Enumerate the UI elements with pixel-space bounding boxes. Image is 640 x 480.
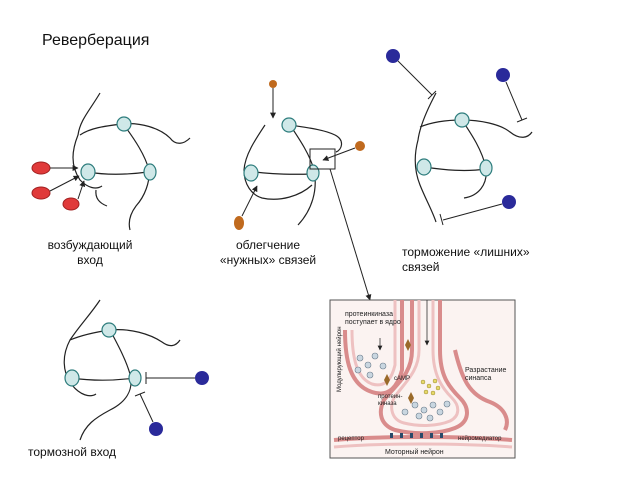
inhibitory-terminal bbox=[502, 195, 516, 209]
panel-inhibition-extra bbox=[386, 49, 533, 226]
axon-line bbox=[419, 119, 533, 138]
input-arrow bbox=[77, 180, 86, 200]
inhibitory-line bbox=[397, 60, 433, 96]
neuron-node bbox=[243, 164, 259, 182]
excitatory-label: возбуждающий вход bbox=[44, 238, 136, 268]
inhibitory-line bbox=[505, 81, 523, 121]
axon-line bbox=[79, 329, 132, 441]
presynaptic-membrane-inner bbox=[390, 300, 460, 427]
neurotransmitter-label: нейромедиатор bbox=[458, 435, 502, 442]
axon-line bbox=[423, 166, 487, 172]
right-label-1: Разрастание bbox=[465, 367, 507, 374]
top-label-2: поступает в ядро bbox=[345, 319, 401, 326]
excitatory-terminal bbox=[62, 197, 80, 211]
panel-inhibitory-input bbox=[63, 299, 209, 441]
diagram-title: Реверберация bbox=[42, 32, 150, 49]
right-label-2: синапса bbox=[465, 375, 491, 382]
neuron-node bbox=[416, 158, 432, 176]
camp-label: cAMP bbox=[394, 376, 410, 382]
axon-line bbox=[461, 119, 487, 199]
presynaptic-membrane bbox=[378, 300, 469, 436]
excitatory-terminal bbox=[31, 186, 51, 200]
axon-line bbox=[69, 329, 181, 347]
modulatory-terminal bbox=[355, 141, 365, 151]
inhibitory-terminal bbox=[149, 422, 163, 436]
neuron-node bbox=[281, 117, 297, 133]
excitatory-label-line1: возбуждающий bbox=[47, 238, 133, 252]
facilitation-label-line2: «нужных» связей bbox=[219, 253, 317, 267]
modulatory-arrow bbox=[322, 147, 356, 161]
modulatory-terminal bbox=[234, 216, 244, 230]
neuron-node bbox=[116, 116, 132, 132]
axon-line bbox=[95, 189, 108, 207]
protein-kinase-marks bbox=[384, 339, 414, 404]
modulatory-terminal bbox=[269, 80, 277, 88]
panel-facilitation bbox=[234, 80, 372, 301]
modulatory-membrane-inner bbox=[350, 300, 397, 387]
modulatory-membrane bbox=[343, 300, 404, 396]
receptor-marks bbox=[390, 433, 443, 438]
facilitation-label: облегчение «нужных» связей bbox=[212, 238, 324, 268]
sprouting-membrane bbox=[453, 349, 509, 431]
axon-line bbox=[87, 171, 149, 175]
axon-line bbox=[63, 299, 101, 397]
top-label-1: протеинкиназа bbox=[345, 311, 393, 318]
neuron-node bbox=[128, 369, 142, 387]
inhibition-extra-label-line2: связей bbox=[402, 260, 440, 274]
zoom-pointer-arrow bbox=[329, 168, 372, 301]
input-arrow bbox=[49, 175, 80, 192]
excitatory-label-line2: вход bbox=[77, 253, 103, 267]
axon-line bbox=[71, 377, 136, 381]
neuron-node bbox=[101, 322, 117, 338]
modulatory-arrow bbox=[241, 185, 258, 217]
axon-line bbox=[72, 92, 103, 189]
synapse-detail-figure: протеинкиназа поступает в ядро Модулирую… bbox=[329, 299, 516, 459]
inhibitory-terminal bbox=[386, 49, 400, 63]
neuron-node bbox=[479, 159, 493, 177]
inhibitory-line bbox=[139, 393, 154, 423]
inhibition-extra-label: торможение «лишних» связей bbox=[402, 245, 530, 275]
vesicle-cluster bbox=[354, 352, 451, 422]
left-vertical-label: Модулирующий нейрон bbox=[336, 326, 343, 392]
neuron-node bbox=[454, 112, 470, 128]
motor-neuron-label: Моторный нейрон bbox=[385, 448, 444, 456]
inhibition-extra-label-line1: торможение «лишних» bbox=[402, 245, 530, 259]
receptor-label: рецептор bbox=[338, 436, 365, 442]
neuron-node bbox=[64, 369, 80, 387]
motor-membrane-inner bbox=[333, 442, 513, 449]
facilitation-label-line1: облегчение bbox=[236, 238, 300, 252]
inhibitory-bar bbox=[439, 213, 444, 226]
kinase-label-1: протеин- bbox=[378, 394, 402, 400]
inhibitory-bar bbox=[134, 391, 146, 397]
inhibitory-terminal bbox=[195, 371, 209, 385]
axon-line bbox=[79, 123, 191, 144]
axon-line bbox=[123, 124, 150, 231]
panel-excitatory bbox=[31, 92, 191, 231]
axon-line bbox=[243, 124, 313, 200]
inhibitory-line bbox=[442, 203, 503, 221]
axon-line bbox=[414, 92, 437, 223]
inhibitory-bar bbox=[516, 117, 528, 123]
inhibitory-terminal bbox=[496, 68, 510, 82]
neuron-node bbox=[80, 163, 96, 181]
axon-line bbox=[289, 124, 343, 153]
inhibitory-bar bbox=[427, 90, 437, 100]
neuron-node bbox=[306, 164, 320, 182]
synapse-zoom-box bbox=[309, 148, 336, 170]
kinase-label-2: киназа bbox=[378, 401, 397, 407]
camp-dots bbox=[420, 378, 441, 396]
excitatory-terminal bbox=[31, 161, 51, 175]
neuron-node bbox=[143, 163, 157, 181]
inhibitory-input-label: тормозной вход bbox=[28, 445, 116, 459]
